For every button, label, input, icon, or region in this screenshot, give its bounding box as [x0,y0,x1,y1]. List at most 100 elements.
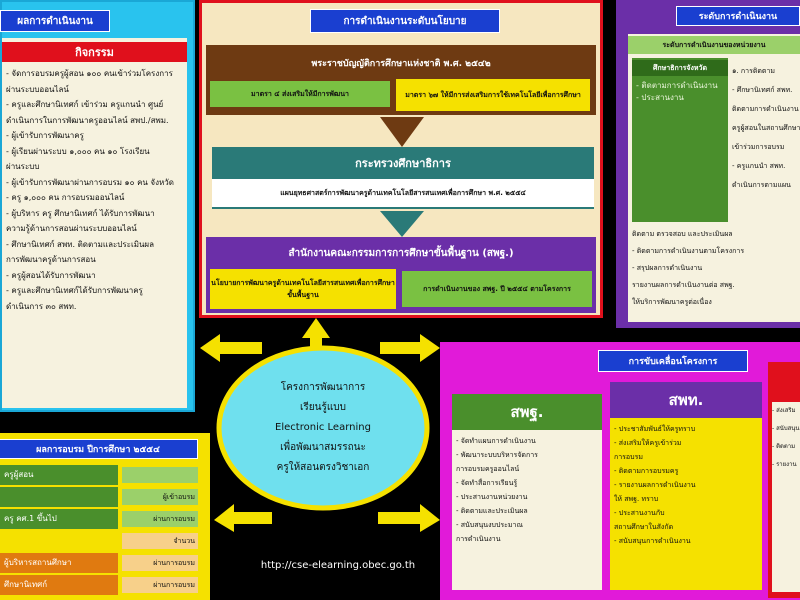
area-office-line: - ครูแกนนำ สพท. [732,162,786,170]
act-box: พระราชบัญญัติการศึกษาแห่งชาติ พ.ศ. ๒๕๔๒ … [206,45,596,115]
esa-duty-line: ให้ สพฐ. ทราบ [614,495,659,503]
act-left-note: มาตรา ๔ ส่งเสริมให้มีการพัฒนา [210,81,390,107]
third-column: - ส่งเสริม - สนับสนุน - ติดตาม - รายงาน [768,362,800,598]
monitoring-line: ติดตาม ตรวจสอบ และประเมินผล [632,230,733,238]
results-panel-title: ผลการดำเนินงาน [0,10,110,32]
project-oval-text: โครงการพัฒนาการเรียนรู้แบบ Electronic Lea… [228,370,418,486]
training-results-label [0,487,118,507]
training-results-panel: ผลการอบรม ปีการศึกษา ๒๕๕๔ ครูผู้สอนผู้เข… [0,433,210,600]
activity-line: ความรู้ด้านการสอนผ่านระบบออนไลน์ [6,224,137,233]
province-column: ศึกษาธิการจังหวัด - ติดตามการดำเนินงาน- … [632,58,728,222]
arrow-down-2 [380,211,424,237]
activity-line: - ครูและศึกษานิเทศก์ได้รับการพัฒนาครู [6,286,143,295]
level-panel-title: ระดับการดำเนินงาน [676,6,800,26]
level-panel-body: ระดับการดำเนินงานของหน่วยงาน ศึกษาธิการจ… [628,34,800,322]
esa-duty-line: - ประชาสัมพันธ์ให้ครูทราบ [614,425,696,433]
training-results-table: ครูผู้สอนผู้เข้าอบรมครู คศ.1 ขึ้นไปผ่านก… [0,465,200,600]
training-results-label: ครูผู้สอน [0,465,118,485]
esa-column: สพท. - ประชาสัมพันธ์ให้ครูทราบ- ส่งเสริม… [610,382,762,590]
activity-line: - จัดการอบรมครูผู้สอน ๑๐๐ คนเข้าร่วมโครง… [6,69,173,78]
monitoring-line: - ติดตามการดำเนินงานตามโครงการ [632,247,745,255]
project-oval [216,345,430,511]
activity-line: ดำเนินการ ๓๐ สพท. [6,301,77,311]
ministry-text: แผนยุทธศาสตร์การพัฒนาครูด้านเทคโนโลยีสาร… [212,179,594,207]
esa-duty-line: - รายงานผลการดำเนินงาน [614,481,696,489]
drive-panel: การขับเคลื่อนโครงการ สพฐ. - จัดทำแผนการด… [440,342,800,600]
training-results-value: ผ่านการอบรม [122,577,198,593]
results-panel: ผลการดำเนินงาน กิจกรรม - จัดการอบรมครูผู… [0,0,195,412]
third-duty-line: - ติดตาม [772,443,796,450]
obec-duty-line: - จัดทำสื่อการเรียนรู้ [456,479,518,487]
province-line: - ติดตามการดำเนินงาน [636,81,718,90]
training-results-value: ผ่านการอบรม [122,511,198,527]
training-results-row: ผู้บริหารสถานศึกษาผ่านการอบรม [0,553,200,573]
training-results-value: ผ่านการอบรม [122,555,198,571]
obec-left-note: นโยบายการพัฒนาครูด้านเทคโนโลยีสารสนเทศเพ… [210,269,396,309]
third-duty-line: - รายงาน [772,461,797,468]
third-duty-line: - ส่งเสริม [772,407,796,414]
obec-duty-line: การดำเนินงาน [456,535,501,543]
training-results-title: ผลการอบรม ปีการศึกษา ๒๕๕๔ [0,439,198,459]
area-office-line: ดำเนินการตามแผน [732,181,791,189]
activity-list: - จัดการอบรมครูผู้สอน ๑๐๐ คนเข้าร่วมโครง… [6,66,186,406]
arrow-down-right [378,504,440,532]
province-lines: - ติดตามการดำเนินงาน - ประสานงาน [636,80,726,200]
activity-line: ผ่านระบบออนไลน์ [6,84,69,94]
project-oval-line: โครงการพัฒนาการ [280,382,366,393]
activity-line: - ครูและศึกษานิเทศก์ เข้าร่วม ครูแกนนำ ศ… [6,100,164,109]
monitoring-line: - สรุปผลการดำเนินงาน [632,264,703,272]
esa-column-lines: - ประชาสัมพันธ์ให้ครูทราบ - ส่งเสริมให้คร… [614,422,760,586]
project-oval-line: Electronic Learning [275,422,371,433]
project-oval-line: ครูให้สอนตรงวิชาเอก [276,462,370,473]
project-url[interactable]: http://cse-elearning.obec.go.th [260,560,416,571]
training-results-row: ผู้เข้าอบรม [0,487,200,507]
obec-duty-line: - จัดทำแผนการดำเนินงาน [456,437,536,445]
obec-box: สำนักงานคณะกรรมการการศึกษาขั้นพื้นฐาน (ส… [206,237,596,313]
monitoring-line: ให้บริการพัฒนาครูต่อเนื่อง [632,298,712,306]
act-right-note: มาตรา ๖๗ ให้มีการส่งเสริมการใช้เทคโนโลยี… [396,79,590,111]
obec-duty-line: - พัฒนาระบบบริหารจัดการ [456,451,538,459]
arrow-up [302,318,330,362]
third-column-lines: - ส่งเสริม - สนับสนุน - ติดตาม - รายงาน [772,402,800,592]
project-oval-line: เรียนรู้แบบ [300,402,346,413]
act-title: พระราชบัญญัติการศึกษาแห่งชาติ พ.ศ. ๒๕๔๒ [311,59,491,69]
esa-duty-line: - ส่งเสริมให้ครูเข้าร่วม [614,439,682,447]
drive-panel-title: การขับเคลื่อนโครงการ [598,350,748,372]
arrow-down-left [214,504,272,532]
training-results-value: ผู้เข้าอบรม [122,489,198,505]
obec-duty-line: - ประสานงานหน่วยงาน [456,493,528,501]
policy-panel: การดำเนินงานระดับนโยบาย พระราชบัญญัติการ… [199,0,603,318]
activity-line: ดำเนินการในการพัฒนาครูออนไลน์ สพป./สพม. [6,115,169,125]
activity-line: ผ่านระบบ [6,162,40,171]
obec-duty-line: - ติดตามและประเมินผล [456,507,528,515]
obec-column-title: สพฐ. [452,394,602,430]
level-subtitle: ระดับการดำเนินงานของหน่วยงาน [628,36,800,54]
activity-line: - ผู้เข้ารับการพัฒนาครู [6,131,84,140]
activity-line: - ครู ๑,๐๐๐ คน การอบรมออนไลน์ [6,193,125,202]
policy-panel-title: การดำเนินงานระดับนโยบาย [310,9,500,33]
activity-line: - ศึกษานิเทศก์ สพท. ติดตามและประเมินผล [6,239,155,249]
training-results-label [0,531,118,551]
obec-column: สพฐ. - จัดทำแผนการดำเนินงาน - พัฒนาระบบบร… [452,394,602,590]
results-panel-body: กิจกรรม - จัดการอบรมครูผู้สอน ๑๐๐ คนเข้า… [2,38,187,408]
third-duty-line: - สนับสนุน [772,425,800,432]
province-line: - ประสานงาน [636,93,684,102]
esa-duty-line: - ติดตามการอบรมครู [614,467,679,475]
obec-column-lines: - จัดทำแผนการดำเนินงาน - พัฒนาระบบบริหารจ… [456,434,600,586]
obec-title: สำนักงานคณะกรรมการการศึกษาขั้นพื้นฐาน (ส… [288,247,514,259]
arrow-left [200,334,262,362]
monitoring-lines: ติดตาม ตรวจสอบ และประเมินผล - ติดตามการดำ… [632,226,798,318]
training-results-row: จำนวน [0,531,200,551]
esa-duty-line: - สนับสนุนการดำเนินงาน [614,537,691,545]
area-office-line: เข้าร่วมการอบรม [732,143,785,151]
esa-duty-line: - ประสานงานกับ [614,509,665,517]
obec-right-note: การดำเนินงานของ สพฐ. ปี ๒๕๕๔ ตามโครงการ [402,271,592,307]
training-results-value: จำนวน [122,533,198,549]
activity-line: - ครูผู้สอนได้รับการพัฒนา [6,270,96,280]
project-oval-line: เพื่อพัฒนาสมรรถนะ [280,442,366,453]
area-office-line: ครูผู้สอนในสถานศึกษา [732,124,800,132]
training-results-label: ผู้บริหารสถานศึกษา [0,553,118,573]
training-results-row: ครูผู้สอน [0,465,200,485]
obec-duty-line: - สนับสนุนงบประมาณ [456,521,523,529]
